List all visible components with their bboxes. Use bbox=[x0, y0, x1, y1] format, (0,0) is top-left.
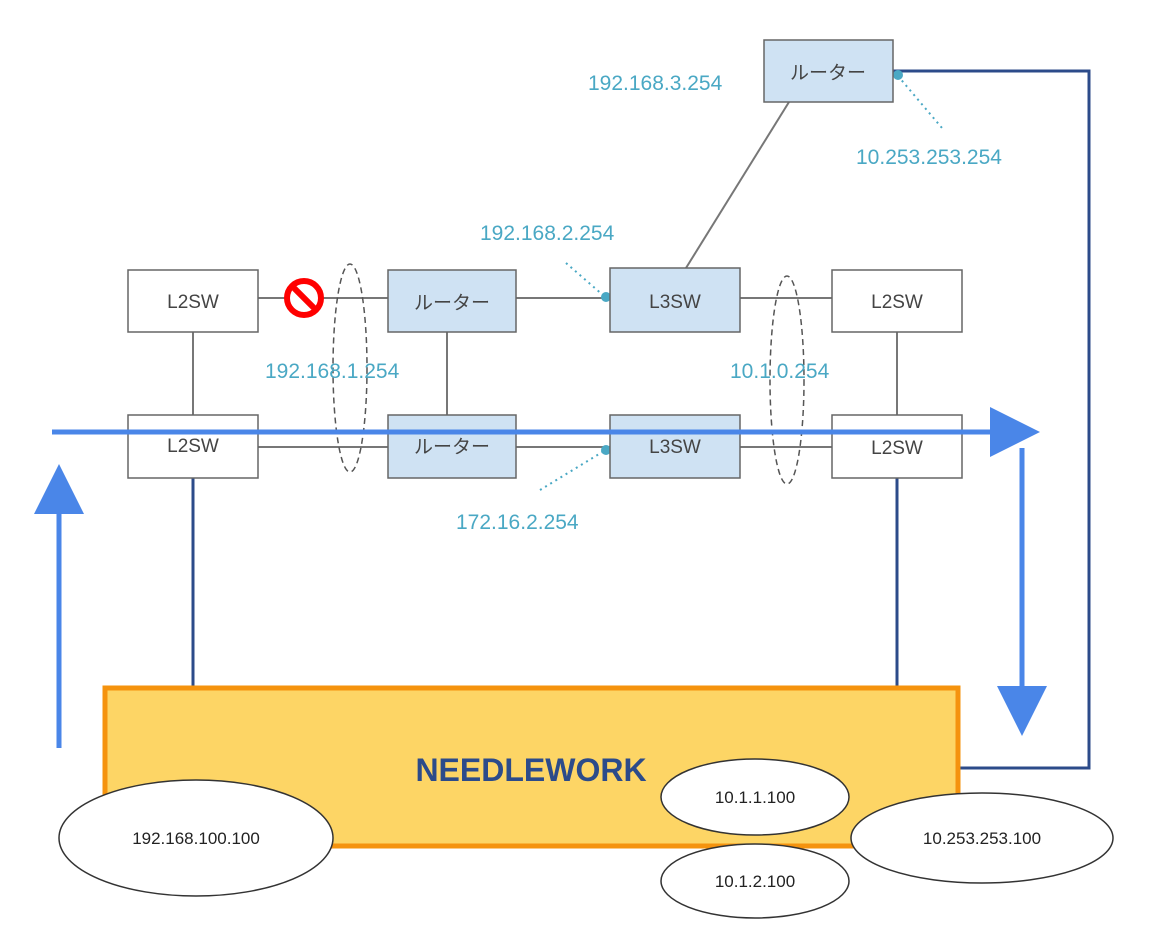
l2sw-top-left-label: L2SW bbox=[167, 292, 219, 313]
leader-l3sw-bottom bbox=[539, 450, 605, 491]
address-label-3: 10.1.2.100 bbox=[715, 872, 795, 891]
l2sw-top-right-label: L2SW bbox=[871, 292, 923, 313]
router-upper[interactable]: ルーター bbox=[763, 39, 894, 103]
leader-l3sw-top bbox=[565, 262, 605, 297]
needlework-label: NEEDLEWORK bbox=[415, 752, 646, 788]
address-label-1: 192.168.100.100 bbox=[132, 829, 260, 848]
link-router-upper-needlework bbox=[893, 69, 1091, 770]
ip-label-l3sw-bottom: 172.16.2.254 bbox=[456, 511, 579, 534]
port-dot-l3sw-bottom bbox=[601, 445, 611, 455]
router-bottom-mid[interactable]: ルーター bbox=[387, 414, 517, 479]
dark-links bbox=[191, 69, 1091, 770]
l3sw-bottom[interactable]: L3SW bbox=[609, 414, 741, 479]
port-dots bbox=[601, 70, 903, 455]
gray-links bbox=[192, 101, 898, 448]
l2sw-bottom-left-label: L2SW bbox=[167, 436, 219, 457]
ip-label-l3sw-top: 192.168.2.254 bbox=[480, 222, 615, 245]
l3sw-top-label: L3SW bbox=[649, 292, 701, 313]
address-ellipse-4: 10.253.253.100 bbox=[850, 792, 1114, 884]
link-l3sw-router-upper bbox=[685, 101, 790, 269]
vlan-ellipse-left bbox=[332, 263, 368, 473]
address-label-4: 10.253.253.100 bbox=[923, 829, 1041, 848]
port-dot-router-upper bbox=[893, 70, 903, 80]
address-ellipse-3: 10.1.2.100 bbox=[660, 843, 850, 919]
ip-label-vlan-right: 10.1.0.254 bbox=[730, 360, 830, 383]
leader-lines bbox=[539, 75, 943, 491]
address-ellipse-1: 192.168.100.100 bbox=[58, 779, 334, 897]
blocked-icon bbox=[284, 278, 324, 318]
l3sw-top[interactable]: L3SW bbox=[609, 267, 741, 333]
l2sw-bottom-left[interactable]: L2SW bbox=[127, 414, 259, 479]
router-top-mid[interactable]: ルーター bbox=[387, 269, 517, 333]
ip-label-router-upper-right: 10.253.253.254 bbox=[856, 146, 1002, 169]
l2sw-bottom-right-label: L2SW bbox=[871, 438, 923, 459]
router-upper-label: ルーター bbox=[790, 62, 866, 84]
router-top-mid-label: ルーター bbox=[414, 292, 490, 314]
l2sw-top-right[interactable]: L2SW bbox=[831, 269, 963, 333]
l2sw-bottom-right[interactable]: L2SW bbox=[831, 414, 963, 479]
router-bottom-mid-label: ルーター bbox=[414, 436, 490, 458]
l2sw-top-left[interactable]: L2SW bbox=[127, 269, 259, 333]
ip-label-vlan-left: 192.168.1.254 bbox=[265, 360, 400, 383]
l3sw-bottom-label: L3SW bbox=[649, 437, 701, 458]
address-ellipse-2: 10.1.1.100 bbox=[660, 758, 850, 836]
leader-router-upper bbox=[897, 75, 943, 129]
port-dot-l3sw-top bbox=[601, 292, 611, 302]
ip-label-router-upper-left: 192.168.3.254 bbox=[588, 72, 723, 95]
vlan-ellipse-right bbox=[769, 275, 805, 485]
address-label-2: 10.1.1.100 bbox=[715, 788, 795, 807]
flow-arrows bbox=[34, 407, 1047, 748]
